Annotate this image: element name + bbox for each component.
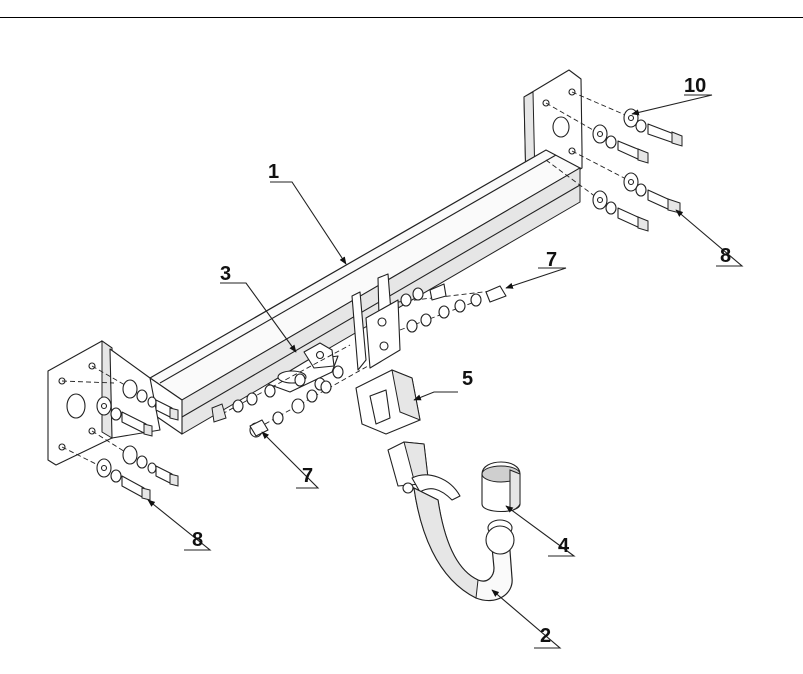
- callout-7-bottom: 7: [302, 465, 313, 487]
- header-rule: [0, 17, 803, 18]
- ball-cap: [481, 461, 521, 513]
- ball-arm: [387, 441, 515, 602]
- callout-8-bottom: 8: [192, 529, 203, 551]
- callout-2: 2: [540, 625, 551, 647]
- callout-10: 10: [684, 75, 706, 97]
- callout-5: 5: [462, 368, 473, 390]
- center-brackets: [351, 273, 401, 371]
- socket-housing: [355, 369, 421, 435]
- left-bolt-set: [96, 379, 179, 501]
- callout-3: 3: [220, 263, 231, 285]
- socket-plate: [267, 342, 339, 393]
- callout-1: 1: [268, 161, 279, 183]
- callout-8-top: 8: [720, 245, 731, 267]
- callout-7-top: 7: [546, 249, 557, 271]
- right-bolt-set: [592, 108, 683, 232]
- center-bolt-rows: [211, 283, 507, 438]
- callout-leaders: [147, 94, 744, 649]
- callout-4: 4: [558, 535, 570, 557]
